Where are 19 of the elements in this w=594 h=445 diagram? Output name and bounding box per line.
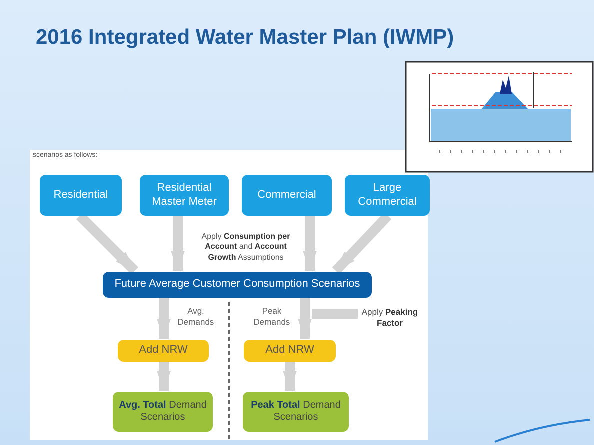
scenario-box: Future Average Customer Consumption Scenarios (103, 272, 372, 298)
arrow (303, 216, 317, 271)
annotation-text: Apply Peaking Factor (358, 306, 422, 330)
arrow (283, 362, 297, 391)
process-box: Add NRW (244, 340, 336, 362)
arrow (157, 362, 171, 391)
process-box: Add NRW (118, 340, 209, 362)
arrow (298, 298, 312, 339)
result-box: Peak Total Demand Scenarios (243, 392, 349, 432)
assumption-note: Apply Consumption per Account and Account Growth Assumptions (200, 232, 292, 264)
arrow (171, 216, 185, 271)
slide-title: 2016 Integrated Water Master Plan (IWMP) (36, 26, 454, 50)
edge-label: Avg. Demands (176, 306, 216, 328)
category-box: Large Commercial (345, 175, 430, 216)
category-box: Residential (40, 175, 122, 216)
arrow (157, 298, 171, 339)
category-box: Commercial (242, 175, 332, 216)
category-box: Residential Master Meter (140, 175, 229, 216)
result-box: Avg. Total Demand Scenarios (113, 392, 213, 432)
